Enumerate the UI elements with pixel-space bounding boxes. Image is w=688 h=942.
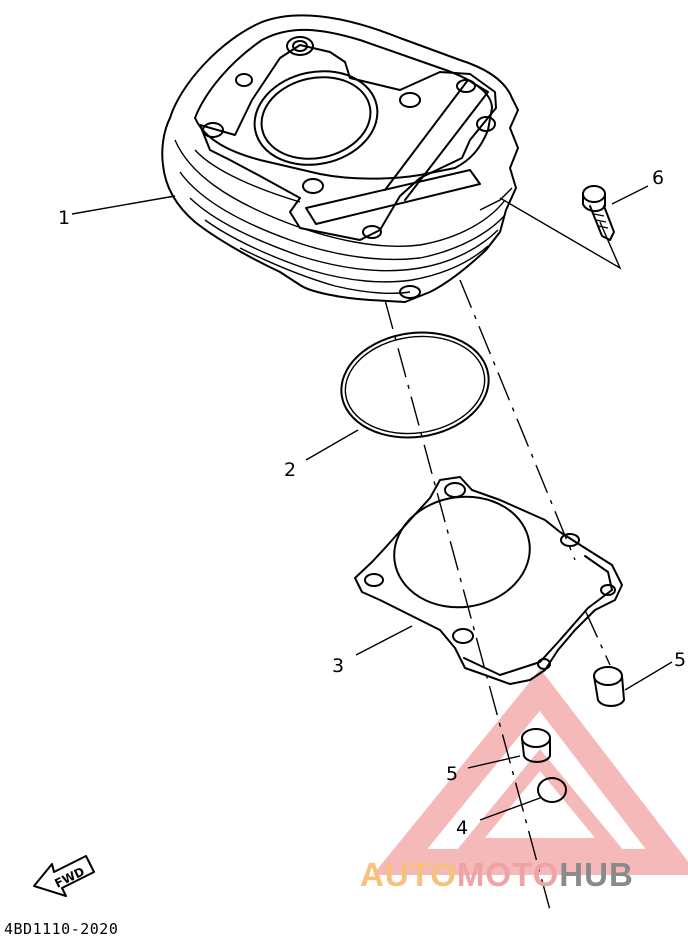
fwd-label: FWD <box>52 864 86 890</box>
cylinder-gasket-part <box>354 476 623 685</box>
watermark-hub: HUB <box>559 856 634 893</box>
ring-part <box>537 777 567 803</box>
o-ring-part <box>340 331 490 439</box>
callout-5-left: 5 <box>446 763 458 785</box>
callout-1: 1 <box>58 207 70 229</box>
watermark-triangle <box>372 669 688 875</box>
callout-3: 3 <box>332 655 344 677</box>
bolt-part <box>582 185 615 241</box>
watermark-auto: AUTO <box>360 856 457 893</box>
callout-5-right: 5 <box>674 649 686 671</box>
watermark-moto: MOTO <box>456 856 560 893</box>
watermark-text: AUTOMOTOHUB <box>360 856 634 894</box>
fwd-arrow-icon: FWD <box>33 855 95 897</box>
callout-2: 2 <box>284 459 296 481</box>
dowel-pin-left <box>521 728 551 763</box>
callout-6: 6 <box>652 167 664 189</box>
callout-4: 4 <box>456 817 468 839</box>
cylinder-part <box>161 14 519 303</box>
diagram-code: 4BD1110-2020 <box>4 920 119 938</box>
assembly-lines <box>384 197 622 911</box>
dowel-pin-right <box>593 666 625 707</box>
leader-lines <box>71 185 673 821</box>
